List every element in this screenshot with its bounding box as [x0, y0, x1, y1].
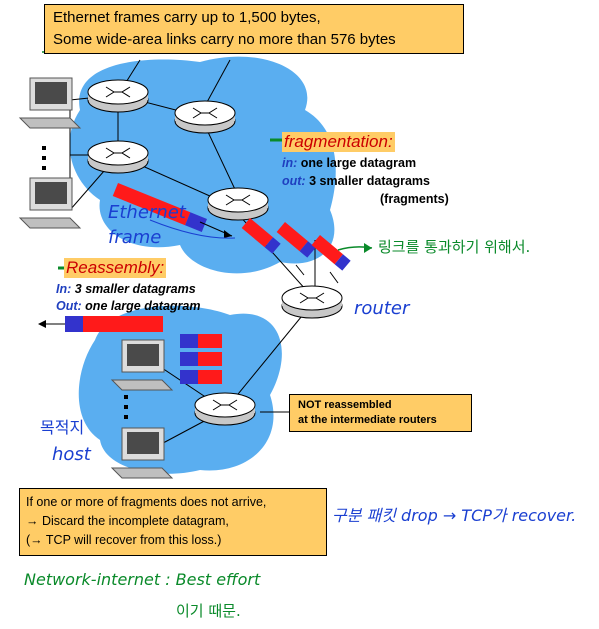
host-fragments: [180, 334, 222, 384]
computer-icon: [110, 427, 174, 479]
loss-note-line-2: → Discard the incomplete datagram,: [26, 514, 229, 528]
not-reassembled-box: NOT reassembled at the intermediate rout…: [289, 394, 472, 432]
fragment-3: [311, 235, 351, 271]
handwriting-router: router: [354, 298, 410, 319]
handwriting-ethernet: Ethernet: [108, 202, 186, 223]
reassembly-in: In: 3 smaller datagrams: [56, 282, 196, 296]
router-icon: [281, 285, 343, 319]
loss-note-line-1: If one or more of fragments does not arr…: [26, 495, 267, 509]
handwriting-frame: frame: [108, 227, 162, 248]
large-datagram: [112, 183, 208, 232]
handwriting-host: host: [52, 444, 91, 465]
router-icons: [87, 79, 343, 426]
fragmentation-out-label: out:: [282, 174, 306, 188]
fragmentation-out: out: 3 smaller datagrams: [282, 174, 430, 188]
handwriting-korean-right: 링크를 통과하기 위해서.: [378, 238, 531, 256]
fragmentation-title: fragmentation:: [282, 132, 395, 152]
router-icon: [87, 140, 149, 174]
upper-network-cloud: [69, 56, 336, 274]
reassembly-out: Out: one large datagram: [56, 299, 201, 313]
handwriting-drop-note: 구분 패킷 drop → TCP가 recover.: [332, 506, 577, 525]
fragmentation-out-note: (fragments): [380, 192, 449, 206]
handwriting-korean-host: 목적지: [40, 418, 85, 437]
fragment-1: [241, 218, 281, 254]
ellipsis-dots: [42, 146, 128, 419]
reassembled-datagram: [38, 316, 163, 332]
loss-note-line-3: (→ TCP will recover from this loss.): [26, 533, 222, 547]
fragment-2: [276, 222, 316, 258]
router-icon: [174, 100, 236, 134]
reassembly-in-label: In:: [56, 282, 72, 296]
computer-icon: [18, 77, 82, 129]
reassembly-in-text: 3 smaller datagrams: [74, 282, 196, 296]
reassembly-title: Reassembly:: [64, 258, 167, 278]
fragmentation-out-text: 3 smaller datagrams: [309, 174, 430, 188]
loss-note-box: If one or more of fragments does not arr…: [19, 488, 327, 556]
handwriting-network-note-2: 이기 때문.: [176, 602, 241, 620]
not-reassembled-line-1: NOT reassembled: [298, 399, 392, 411]
handwriting-network-note: Network-internet : Best effort: [24, 570, 261, 589]
not-reassembled-line-2: at the intermediate routers: [298, 414, 437, 426]
router-icon: [207, 187, 269, 221]
fragmentation-in: in: one large datagram: [282, 156, 416, 170]
computer-icon: [18, 177, 82, 229]
reassembly-out-label: Out:: [56, 299, 82, 313]
mtu-note-box: Ethernet frames carry up to 1,500 bytes,…: [44, 4, 464, 54]
computer-icon: [110, 339, 174, 391]
router-icon: [194, 392, 256, 426]
computer-icons: [18, 77, 174, 479]
router-icon: [87, 79, 149, 113]
reassembly-out-text: one large datagram: [85, 299, 201, 313]
mtu-note-line-2: Some wide-area links carry no more than …: [53, 31, 396, 48]
fragmentation-in-label: in:: [282, 156, 298, 170]
mtu-note-line-1: Ethernet frames carry up to 1,500 bytes,: [53, 9, 321, 26]
fragmentation-in-text: one large datagram: [300, 156, 417, 170]
